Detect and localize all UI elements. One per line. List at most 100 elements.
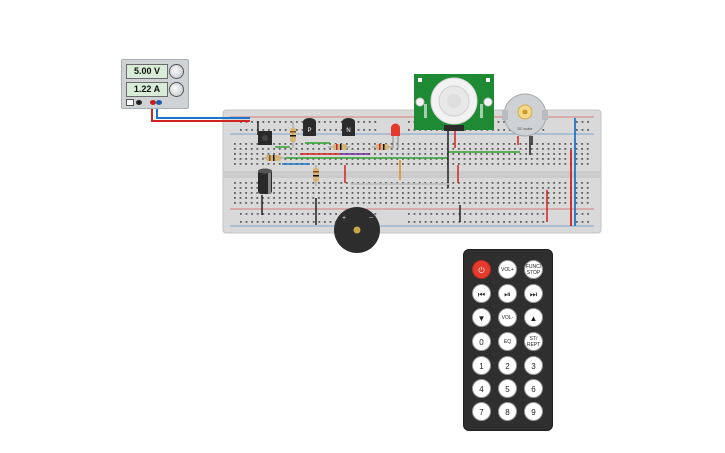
remote-button-five[interactable]: 5 [498,379,517,398]
breadboard-hole [564,187,567,189]
remote-button-four[interactable]: 4 [472,379,491,398]
rail-hole [587,129,589,131]
breadboard-hole [284,153,287,155]
breadboard-hole [245,143,247,145]
remote-button-prev[interactable]: ⏮ [472,284,491,303]
remote-button-power[interactable]: ⏻ [472,260,491,279]
breadboard-hole [530,163,533,165]
breadboard-hole [396,158,399,160]
breadboard-hole [553,143,555,145]
remote-button-eight[interactable]: 8 [498,402,517,421]
breadboard-hole [318,163,320,165]
red-led[interactable] [391,123,400,149]
power-supply[interactable]: 5.00 V 1.22 A [121,59,189,109]
remote-button-eq[interactable]: EQ [498,332,517,351]
rail-hole [497,121,500,123]
breadboard-hole [284,202,287,204]
remote-button-down[interactable]: ▼ [472,308,491,327]
breadboard-hole [553,197,555,199]
breadboard-hole [413,187,415,189]
psu-positive-wire[interactable] [151,106,250,122]
breadboard-hole [334,158,337,160]
remote-button-one[interactable]: 1 [472,356,491,375]
psu-negative-terminal[interactable] [156,100,162,105]
breadboard-hole [239,187,242,189]
current-display: 1.22 A [126,82,168,97]
resistor-2[interactable] [262,155,285,161]
breadboard-hole [586,163,589,165]
psu-positive-terminal[interactable] [150,100,156,105]
remote-button-two[interactable]: 2 [498,356,517,375]
breadboard-hole [374,153,376,155]
voltage-knob[interactable] [169,64,184,79]
remote-button-nine[interactable]: 9 [524,402,543,421]
npn-transistor[interactable]: N [342,118,355,136]
breadboard-hole [368,192,371,194]
remote-button-zero[interactable]: 0 [472,332,491,351]
breadboard-hole [284,187,287,189]
dc-motor[interactable]: DC motor [502,93,548,145]
remote-button-seven[interactable]: 7 [472,402,491,421]
rail-hole [587,221,589,223]
breadboard-hole [480,163,483,165]
breadboard-hole [474,153,477,155]
remote-button-vol-up[interactable]: VOL+ [498,260,517,279]
breadboard-hole [502,143,505,145]
breadboard-hole [441,182,443,184]
breadboard-hole [435,158,438,160]
breadboard-hole [564,148,567,150]
breadboard-hole [346,143,348,145]
breadboard-hole [250,148,253,150]
breadboard-hole [329,197,331,199]
rail-hole [576,213,578,215]
breadboard-hole [396,197,399,199]
psu-negative-wire[interactable] [156,106,250,119]
breadboard-hole [564,197,567,199]
breadboard-hole [474,187,477,189]
resistor-1[interactable] [290,122,296,148]
breadboard-hole [424,187,427,189]
resistor-5[interactable] [313,165,319,186]
breadboard-hole [491,153,494,155]
breadboard-hole [402,153,404,155]
electrolytic-capacitor[interactable] [258,168,272,195]
current-knob[interactable] [169,82,184,97]
psu-ground-terminal[interactable] [136,100,142,105]
breadboard-hole [318,158,320,160]
rail-hole [508,221,511,223]
breadboard-hole [357,202,359,204]
rail-hole [279,213,281,215]
psu-power-switch[interactable] [126,99,134,106]
breadboard-hole [379,197,382,199]
breadboard-hole [480,187,483,189]
remote-button-st-rept[interactable]: ST/ REPT [524,332,543,351]
pir-motion-sensor[interactable] [414,74,494,131]
resistor-4[interactable] [372,144,392,150]
resistor-3[interactable] [328,144,350,150]
rail-hole [324,213,326,215]
rail-hole [508,213,511,215]
breadboard-hole [508,202,511,204]
breadboard-hole [474,192,477,194]
piezo-buzzer[interactable]: + − [334,207,380,253]
breadboard-hole [379,153,382,155]
breadboard-hole [402,187,404,189]
breadboard-hole [368,187,371,189]
breadboard-hole [463,163,466,165]
breadboard-hole [234,202,236,204]
remote-button-play-pause[interactable]: ⏯ [498,284,517,303]
dc-motor-label: DC motor [518,127,534,131]
remote-button-six[interactable]: 6 [524,379,543,398]
rail-hole [542,213,545,215]
remote-button-next[interactable]: ⏭ [524,284,543,303]
remote-button-up[interactable]: ▲ [524,308,543,327]
remote-button-vol-down[interactable]: VOL- [498,308,517,327]
breadboard-hole [284,148,287,150]
remote-button-func-stop[interactable]: FUNC/ STOP [524,260,543,279]
breadboard-hole [558,153,561,155]
pnp-transistor[interactable]: P [303,118,316,136]
remote-button-three[interactable]: 3 [524,356,543,375]
breadboard-hole [519,197,522,199]
breadboard-hole [474,158,477,160]
